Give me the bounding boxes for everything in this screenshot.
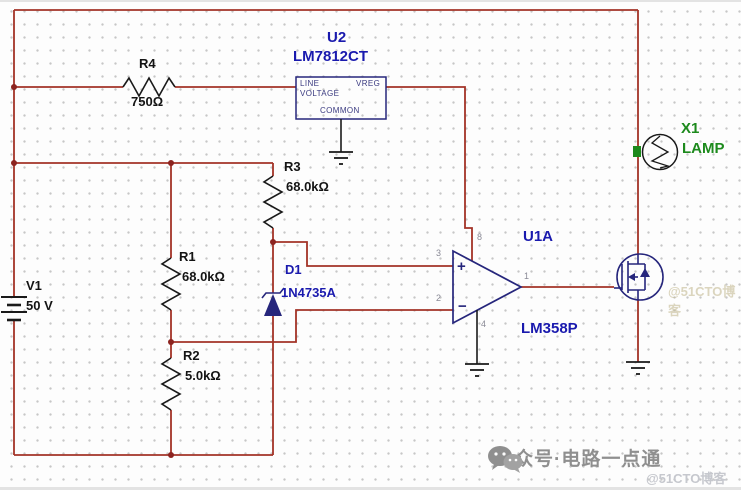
u1a-refdes[interactable]: U1A xyxy=(523,228,554,245)
watermark-account-text: 公众号·电路一点通 xyxy=(494,449,662,470)
resistor-r3-symbol[interactable] xyxy=(263,175,283,229)
mosfet-symbol[interactable] xyxy=(614,253,664,301)
u2-value[interactable]: LM7812CT xyxy=(293,48,369,65)
opamp-minus-sign: − xyxy=(458,298,467,315)
resistor-r1-symbol[interactable] xyxy=(161,257,181,311)
mosfet-source-stub xyxy=(628,289,645,299)
junction-dots xyxy=(11,84,276,458)
r4-value[interactable]: 750Ω xyxy=(131,94,164,109)
ground-opamp-icon[interactable] xyxy=(465,363,489,377)
r3-value[interactable]: 68.0kΩ xyxy=(286,179,329,194)
zener-d1-symbol[interactable] xyxy=(261,287,285,316)
r2-value[interactable]: 5.0kΩ xyxy=(185,368,221,383)
opamp-pin3-number: 3 xyxy=(436,248,442,258)
opamp-pin8-number: 8 xyxy=(477,232,483,242)
u1a-value[interactable]: LM358P xyxy=(521,320,578,337)
lamp-terminal-indicator xyxy=(633,146,641,157)
opamp-pin2-number: 2 xyxy=(436,293,442,303)
opamp-u1a-symbol[interactable] xyxy=(452,249,523,364)
u2-pin-voltage-label: VOLTAGE xyxy=(300,89,340,98)
wire-vreg-to-opamp-power[interactable] xyxy=(386,86,473,261)
u2-pin-common-label: COMMON xyxy=(320,106,360,115)
watermark-row: 公众号·电路一点通 xyxy=(486,444,662,473)
lamp-filament xyxy=(650,135,671,169)
u2-pin-vreg-label: VREG xyxy=(356,79,381,88)
opamp-pin4-number: 4 xyxy=(481,319,487,329)
watermark-site-text: @51CTO博客 xyxy=(646,471,727,486)
r1-value[interactable]: 68.0kΩ xyxy=(182,269,225,284)
opamp-plus-sign: + xyxy=(457,258,466,275)
top-edge-artifact xyxy=(0,0,741,2)
wire-divider-to-inv-input[interactable] xyxy=(171,309,453,343)
resistor-r2-symbol[interactable] xyxy=(161,357,181,411)
mosfet-body-arrow-icon xyxy=(628,273,635,281)
ground-u2-icon[interactable] xyxy=(329,151,353,165)
r2-refdes[interactable]: R2 xyxy=(183,348,200,363)
wechat-icon xyxy=(488,446,523,473)
u2-pin-line-label: LINE xyxy=(300,79,320,88)
opamp-pin1-number: 1 xyxy=(524,271,530,281)
battery-v1-symbol[interactable] xyxy=(1,296,27,322)
v1-refdes[interactable]: V1 xyxy=(26,278,42,293)
wire-ref-to-noninv-input[interactable] xyxy=(273,241,453,267)
bottom-edge-artifact xyxy=(0,487,741,490)
r3-refdes[interactable]: R3 xyxy=(284,159,301,174)
r1-refdes[interactable]: R1 xyxy=(179,249,196,264)
mosfet-drain-stub xyxy=(628,255,645,265)
mosfet-body-diode-arrow-icon xyxy=(640,268,650,277)
lamp-x1-symbol[interactable] xyxy=(633,133,679,171)
x1-refdes[interactable]: X1 xyxy=(681,120,700,137)
regulator-u2-symbol[interactable] xyxy=(295,76,387,152)
u2-refdes[interactable]: U2 xyxy=(327,29,347,46)
faint-site-watermark: @51CTO博客 xyxy=(668,284,736,318)
d1-value[interactable]: 1N4735A xyxy=(281,285,336,300)
x1-value[interactable]: LAMP xyxy=(682,140,725,157)
ground-mosfet-icon[interactable] xyxy=(626,361,650,375)
d1-refdes[interactable]: D1 xyxy=(285,262,302,277)
r4-refdes[interactable]: R4 xyxy=(139,56,156,71)
v1-value[interactable]: 50 V xyxy=(26,298,53,313)
